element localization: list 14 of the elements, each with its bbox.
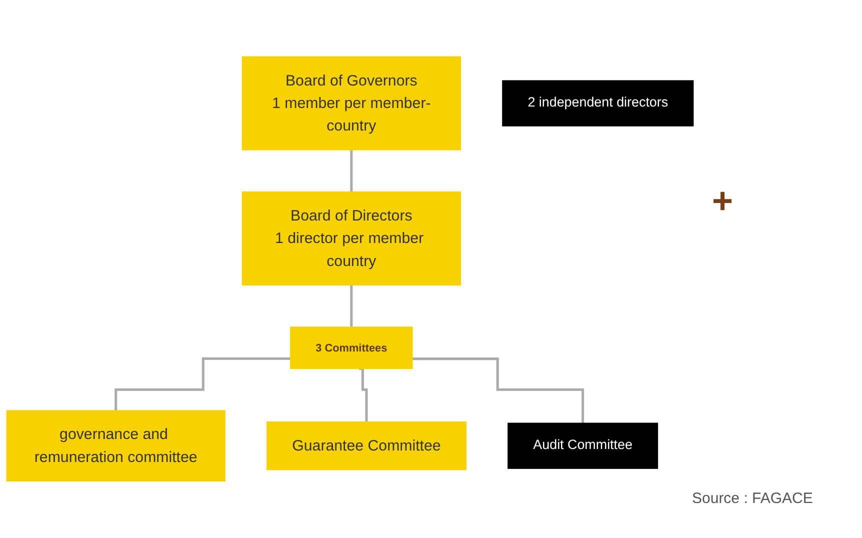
node-box: 2 independent directors xyxy=(502,80,694,126)
connector xyxy=(412,358,584,424)
node-box: Board of Directors 1 director per member country xyxy=(242,192,461,286)
node-box: Board of Governors 1 member per member-country xyxy=(242,56,461,150)
node-box: Guarantee Committee xyxy=(266,422,466,470)
connector xyxy=(358,367,368,424)
connector xyxy=(350,284,353,328)
plus-sign: + xyxy=(712,180,734,222)
node-box: governance and remuneration committee xyxy=(6,410,226,482)
connector xyxy=(114,357,290,412)
node-box: 3 Committees xyxy=(290,326,413,370)
node-box: Audit Committee xyxy=(508,422,658,469)
source-note: Source : FAGACE xyxy=(692,490,813,507)
connector xyxy=(350,148,353,194)
